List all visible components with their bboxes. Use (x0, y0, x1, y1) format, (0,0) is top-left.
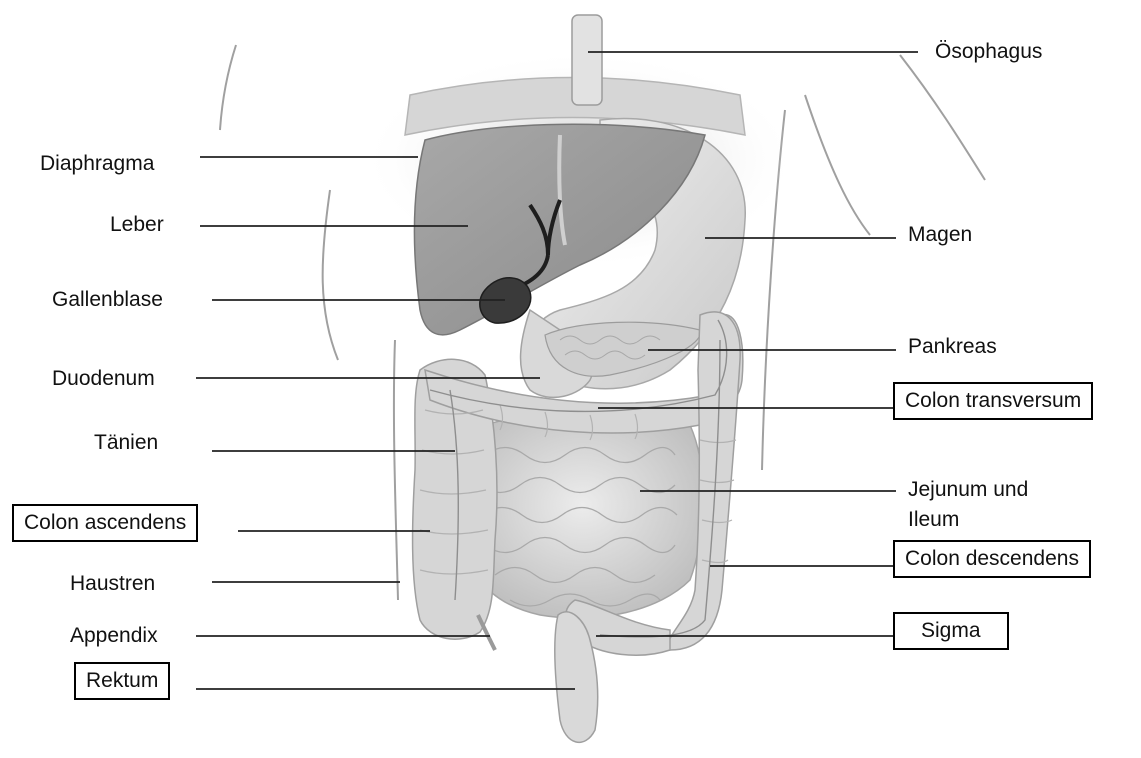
label-oesophagus: Ösophagus (935, 40, 1042, 64)
label-appendix: Appendix (70, 624, 158, 648)
label-colon-descendens: Colon descendens (893, 540, 1091, 578)
label-leber: Leber (110, 213, 164, 237)
label-sigma: Sigma (893, 612, 1009, 650)
label-gallenblase: Gallenblase (52, 288, 163, 312)
small-intestine-shape (462, 412, 703, 618)
label-colon-ascendens: Colon ascendens (12, 504, 198, 542)
label-haustren: Haustren (70, 572, 155, 596)
label-taenien: Tänien (94, 431, 158, 455)
label-colon-transversum: Colon transversum (893, 382, 1093, 420)
label-jejunum-line1: Jejunum und (908, 478, 1028, 502)
esophagus-shape (572, 15, 602, 105)
label-diaphragma: Diaphragma (40, 152, 154, 176)
label-pankreas: Pankreas (908, 335, 997, 359)
label-duodenum: Duodenum (52, 367, 155, 391)
label-rektum: Rektum (74, 662, 170, 700)
label-jejunum-line2: Ileum (908, 508, 959, 532)
label-magen: Magen (908, 223, 972, 247)
